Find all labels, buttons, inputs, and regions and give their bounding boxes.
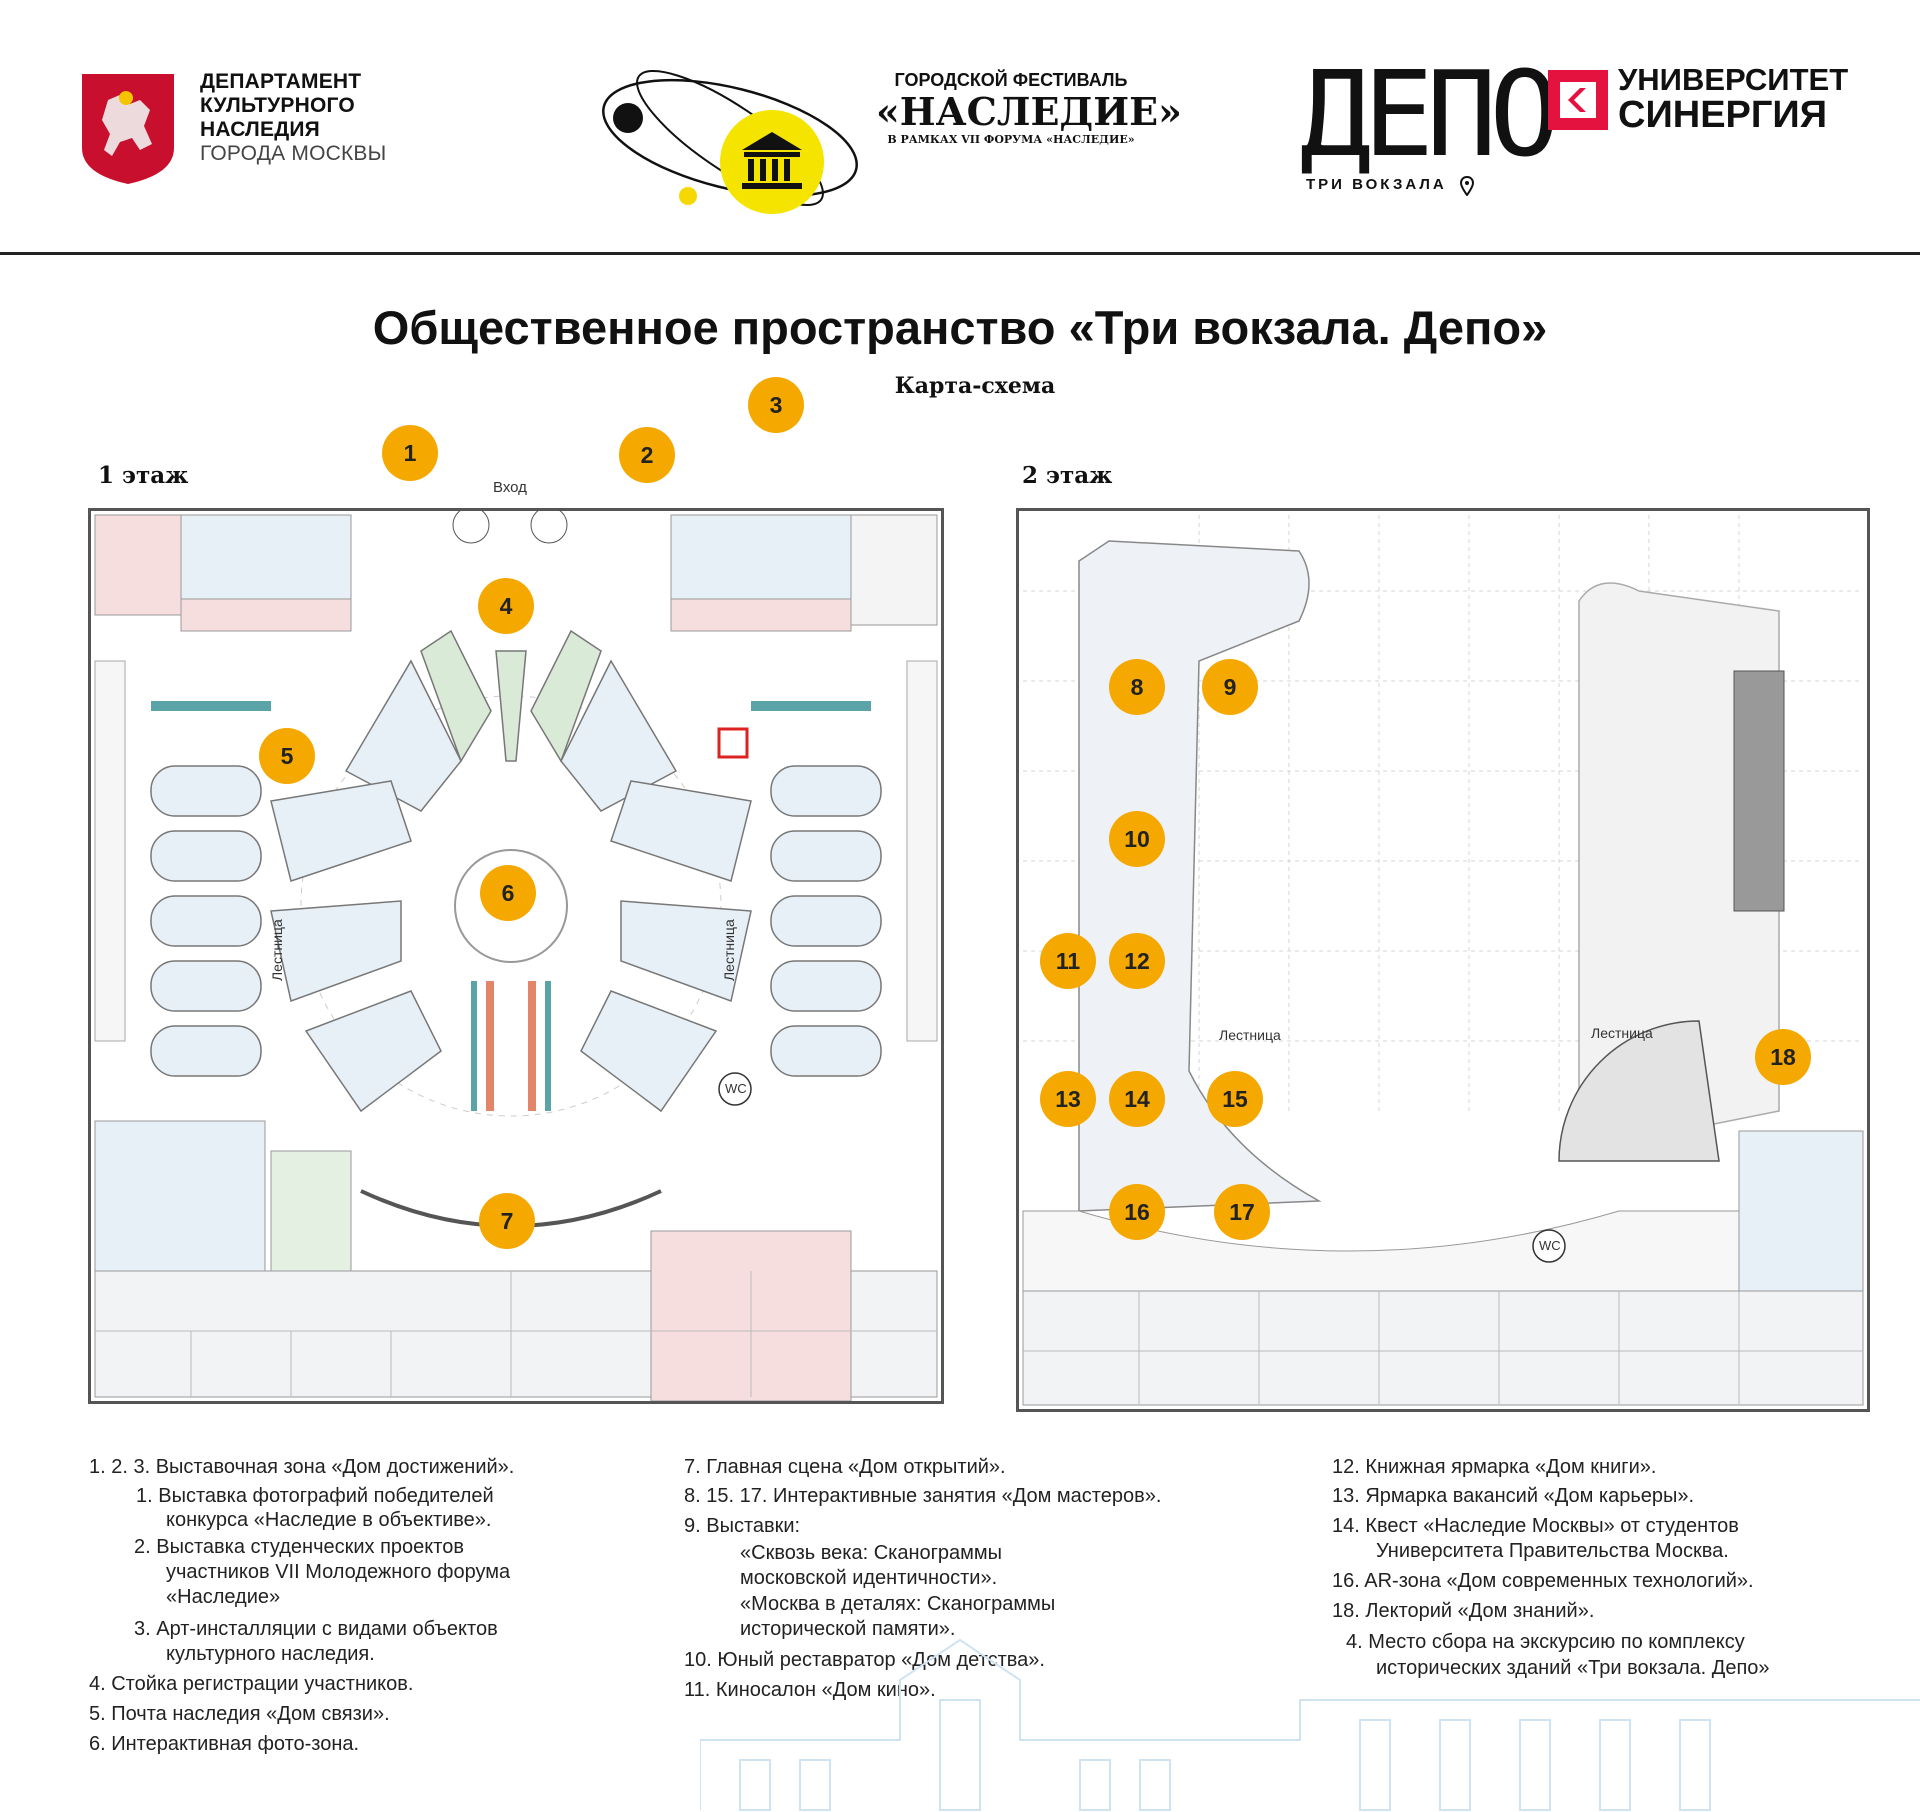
header-divider (0, 252, 1920, 255)
legend-item: 8. 15. 17. Интерактивные занятия «Дом ма… (684, 1485, 1162, 1507)
building-watermark (700, 1638, 1920, 1811)
synergy-line2: СИНЕРГИЯ (1618, 94, 1828, 136)
festival-text: ГОРОДСКОЙ ФЕСТИВАЛЬ «НАСЛЕДИЕ» В РАМКАХ … (876, 70, 1182, 146)
legend-item: «Сквозь века: Сканограммы (740, 1542, 1003, 1564)
marker-12[interactable]: 12 (1109, 933, 1165, 989)
marker-18[interactable]: 18 (1755, 1029, 1811, 1085)
legend-item: участников VII Молодежного форума (166, 1561, 511, 1583)
legend-item: 10. Юный реставратор «Дом детства». (684, 1649, 1045, 1671)
legend-item: конкурса «Наследие в объективе». (166, 1509, 492, 1531)
synergy-line1: УНИВЕРСИТЕТ (1618, 62, 1849, 97)
page-subtitle: Карта-схема (894, 373, 1056, 399)
legend-item: 12. Книжная ярмарка «Дом книги». (1332, 1456, 1657, 1478)
marker-15[interactable]: 15 (1207, 1071, 1263, 1127)
marker-11[interactable]: 11 (1040, 933, 1096, 989)
legend-item: Университета Правительства Москва. (1376, 1540, 1729, 1562)
moscow-coat-of-arms-icon (82, 74, 174, 184)
legend-item: «Москва в деталях: Сканограммы (740, 1593, 1056, 1615)
legend-item: 6. Интерактивная фото-зона. (89, 1733, 360, 1755)
legend-item: «Наследие» (166, 1586, 281, 1608)
marker-4[interactable]: 4 (478, 578, 534, 634)
legend-item: 1. 2. 3. Выставочная зона «Дом достижени… (89, 1456, 515, 1478)
marker-8[interactable]: 8 (1109, 659, 1165, 715)
marker-13[interactable]: 13 (1040, 1071, 1096, 1127)
legend-item: исторических зданий «Три вокзала. Депо» (1376, 1657, 1770, 1679)
orbit-museum-logo-icon (602, 70, 858, 214)
marker-7[interactable]: 7 (479, 1193, 535, 1249)
floor2-stairs-left: Лестница (1219, 1027, 1281, 1043)
depo-logo-text: ДЕПО (1300, 45, 1560, 183)
legend-item: 5. Почта наследия «Дом связи». (89, 1703, 390, 1725)
marker-3[interactable]: 3 (748, 377, 804, 433)
floor2-wc-label: WC (1539, 1238, 1561, 1253)
floor2-drawing (1022, 515, 1864, 1406)
marker-5[interactable]: 5 (259, 728, 315, 784)
festival-line2: «НАСЛЕДИЕ» (876, 89, 1182, 134)
marker-10[interactable]: 10 (1109, 811, 1165, 867)
floor1-wc-label: WC (725, 1081, 747, 1096)
legend-item: 16. AR-зона «Дом современных технологий»… (1332, 1570, 1754, 1592)
legend-item: исторической памяти». (740, 1618, 956, 1640)
header: ДЕПАРТАМЕНТ КУЛЬТУРНОГО НАСЛЕДИЯ ГОРОДА … (0, 0, 1920, 252)
floor1-label: 1 этаж (98, 462, 189, 489)
festival-line3: В РАМКАХ VII ФОРУМА «НАСЛЕДИЕ» (887, 133, 1135, 146)
legend-item: 14. Квест «Наследие Москвы» от студентов (1332, 1515, 1739, 1537)
marker-9[interactable]: 9 (1202, 659, 1258, 715)
legend-item: 11. Киносалон «Дом кино». (684, 1679, 936, 1701)
synergy-logo-icon (1548, 70, 1608, 130)
legend-item: культурного наследия. (166, 1643, 375, 1665)
floor1-stairs-right: Лестница (721, 919, 737, 981)
floor1-drawing (94, 511, 938, 1401)
legend-item: 2. Выставка студенческих проектов (134, 1536, 464, 1558)
dept-line3: НАСЛЕДИЯ (200, 118, 320, 141)
floor2-label: 2 этаж (1022, 462, 1113, 489)
marker-17[interactable]: 17 (1214, 1184, 1270, 1240)
dept-line2: КУЛЬТУРНОГО (200, 94, 355, 117)
marker-16[interactable]: 16 (1109, 1184, 1165, 1240)
legend-item: 9. Выставки: (684, 1515, 801, 1537)
legend-item: 18. Лекторий «Дом знаний». (1332, 1600, 1595, 1622)
legend-item: 7. Главная сцена «Дом открытий». (684, 1456, 1006, 1478)
dept-line4: ГОРОДА МОСКВЫ (200, 142, 387, 165)
location-pin-icon (1460, 176, 1474, 196)
marker-6[interactable]: 6 (480, 865, 536, 921)
floor1-plan: Вход Лестница Лестница WC (88, 479, 944, 1404)
marker-2[interactable]: 2 (619, 427, 675, 483)
floor2-stairs-right: Лестница (1591, 1025, 1653, 1041)
page-title: Общественное пространство «Три вокзала. … (372, 301, 1548, 354)
legend-item: 13. Ярмарка вакансий «Дом карьеры». (1332, 1485, 1695, 1507)
legend-item: 1. Выставка фотографий победителей (136, 1485, 494, 1507)
festival-line1: ГОРОДСКОЙ ФЕСТИВАЛЬ (894, 70, 1128, 90)
depo-sub-text: ТРИ ВОКЗАЛА (1306, 176, 1447, 193)
dept-line1: ДЕПАРТАМЕНТ (200, 70, 362, 93)
floor1-entrance-label: Вход (493, 479, 527, 496)
marker-14[interactable]: 14 (1109, 1071, 1165, 1127)
synergy-text: УНИВЕРСИТЕТ СИНЕРГИЯ (1618, 62, 1849, 136)
legend-item: 3. Арт-инсталляции с видами объектов (134, 1618, 498, 1640)
legend-item: 4. Стойка регистрации участников. (89, 1673, 414, 1695)
legend-item: московской идентичности». (740, 1567, 998, 1589)
dept-text: ДЕПАРТАМЕНТ КУЛЬТУРНОГО НАСЛЕДИЯ ГОРОДА … (200, 70, 386, 166)
floor1-stairs-left: Лестница (269, 919, 285, 981)
marker-1[interactable]: 1 (382, 425, 438, 481)
legend-item: 4. Место сбора на экскурсию по комплексу (1346, 1631, 1745, 1653)
